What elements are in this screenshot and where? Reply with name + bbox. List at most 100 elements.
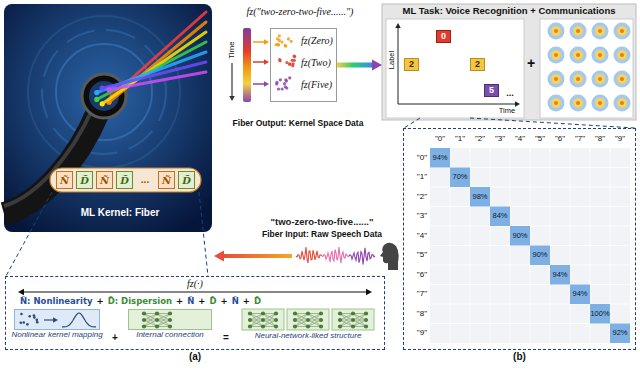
x-axis: [398, 104, 515, 105]
panel-letter: (b): [513, 351, 526, 362]
arrow-head: [515, 101, 520, 107]
network-link: [308, 320, 321, 327]
network-link: [250, 314, 263, 321]
network-link: [250, 320, 263, 327]
column-header: "4": [515, 135, 525, 144]
kernel-function: fz(·): [187, 278, 203, 289]
network-neuron: [168, 311, 172, 315]
constellation-blob: [592, 47, 609, 64]
constellation-blob: [595, 98, 605, 108]
row-header: "8": [417, 309, 427, 318]
light-beam: [97, 52, 206, 93]
kernel-dot: [281, 87, 284, 90]
digit-label: 2: [475, 60, 480, 70]
column-header: "7": [575, 135, 585, 144]
data-dot: [35, 319, 38, 322]
matrix-grid: [430, 284, 630, 285]
kernel-dot: [283, 82, 286, 85]
kernel-dot: [284, 44, 287, 47]
mapping-fill: [14, 309, 100, 330]
constellation-blob: [548, 71, 565, 88]
network-neuron: [155, 311, 159, 315]
formula-term: D̃: [209, 297, 216, 306]
column-header: "5": [535, 135, 545, 144]
network-link: [144, 320, 157, 327]
network-neuron: [274, 318, 278, 322]
kernel-dot: [275, 81, 278, 84]
plus-sign: +: [527, 56, 535, 71]
callout-line: [199, 192, 208, 276]
operator-symbol: Ñ: [60, 175, 69, 186]
arrow-head: [264, 81, 269, 87]
network-neuron: [248, 311, 252, 315]
kernel-dot: [293, 59, 296, 62]
network-neuron: [142, 311, 146, 315]
column-header: "2": [475, 135, 485, 144]
diagonal-cell: [590, 304, 610, 324]
row-header: "9": [417, 329, 427, 338]
network-link: [157, 314, 170, 321]
fiber-core: [94, 90, 99, 95]
callout-line: [6, 192, 52, 276]
network-link: [295, 314, 308, 321]
constellation-blob: [595, 74, 605, 84]
constellation-point: [554, 29, 558, 33]
network-neuron: [248, 324, 252, 328]
row-header: "7": [417, 290, 427, 299]
network-link: [353, 314, 366, 321]
network-link: [308, 320, 321, 327]
constellation-blob: [573, 74, 583, 84]
arrow-head: [53, 317, 58, 323]
network-neuron: [306, 324, 310, 328]
diagonal-cell: [550, 265, 570, 285]
formula-operator: +: [176, 297, 183, 306]
constellation-blob: [617, 26, 627, 36]
formula-term: D̃: Dispersion: [108, 297, 172, 306]
constellation-blob: [570, 23, 587, 40]
data-dot: [28, 315, 31, 318]
constellation-blob: [548, 23, 565, 40]
formula-operator: +: [221, 297, 228, 306]
fiber-core: [106, 87, 111, 92]
section-title: Fiber Input: Raw Speech Data: [262, 230, 382, 239]
formula-term: Ñ: [232, 297, 239, 306]
kernel-dot: [288, 63, 291, 66]
accuracy-value: 92%: [612, 329, 627, 337]
kernel-dot: [284, 45, 287, 48]
dispersion-segment: D̃: [116, 171, 133, 189]
panel-title: ML Task: Voice Recognition + Communicati…: [403, 6, 616, 16]
data-dot: [36, 321, 39, 324]
kernel-dot: [288, 76, 291, 79]
network-neuron: [155, 324, 159, 328]
network-neuron: [293, 318, 297, 322]
column-header: "8": [595, 135, 605, 144]
chart-box: [386, 19, 524, 118]
accuracy-value: 84%: [492, 212, 507, 220]
network-neuron: [364, 318, 368, 322]
constellation-blob: [595, 26, 605, 36]
constellation-point: [598, 29, 602, 33]
dispersion-segment: D̃: [76, 171, 93, 189]
data-dot: [22, 321, 25, 324]
column-header: "6": [555, 135, 565, 144]
speech-waveform: [348, 248, 375, 265]
operator-symbol: Ñ: [100, 175, 109, 186]
accuracy-value: 98%: [472, 193, 487, 201]
network-link: [340, 314, 353, 321]
constellation-blob: [592, 71, 609, 88]
swirl-ring: [42, 30, 166, 154]
input-arrow: [222, 254, 292, 258]
ellipsis: ...: [506, 89, 514, 99]
box-caption: Neural-network-liked structure: [255, 332, 362, 341]
constellation-point: [598, 77, 602, 81]
arrow-head: [366, 289, 372, 296]
constellation-blob: [570, 47, 587, 64]
matrix-grid: [570, 148, 571, 343]
operator-symbol: Ñ: [162, 175, 171, 186]
accuracy-value: 94%: [432, 154, 447, 162]
time-bar: [243, 28, 251, 102]
data-dot: [19, 321, 22, 324]
accuracy-value: 94%: [552, 271, 567, 279]
label-box: 2: [470, 58, 485, 71]
axis-label: Time: [228, 41, 237, 58]
